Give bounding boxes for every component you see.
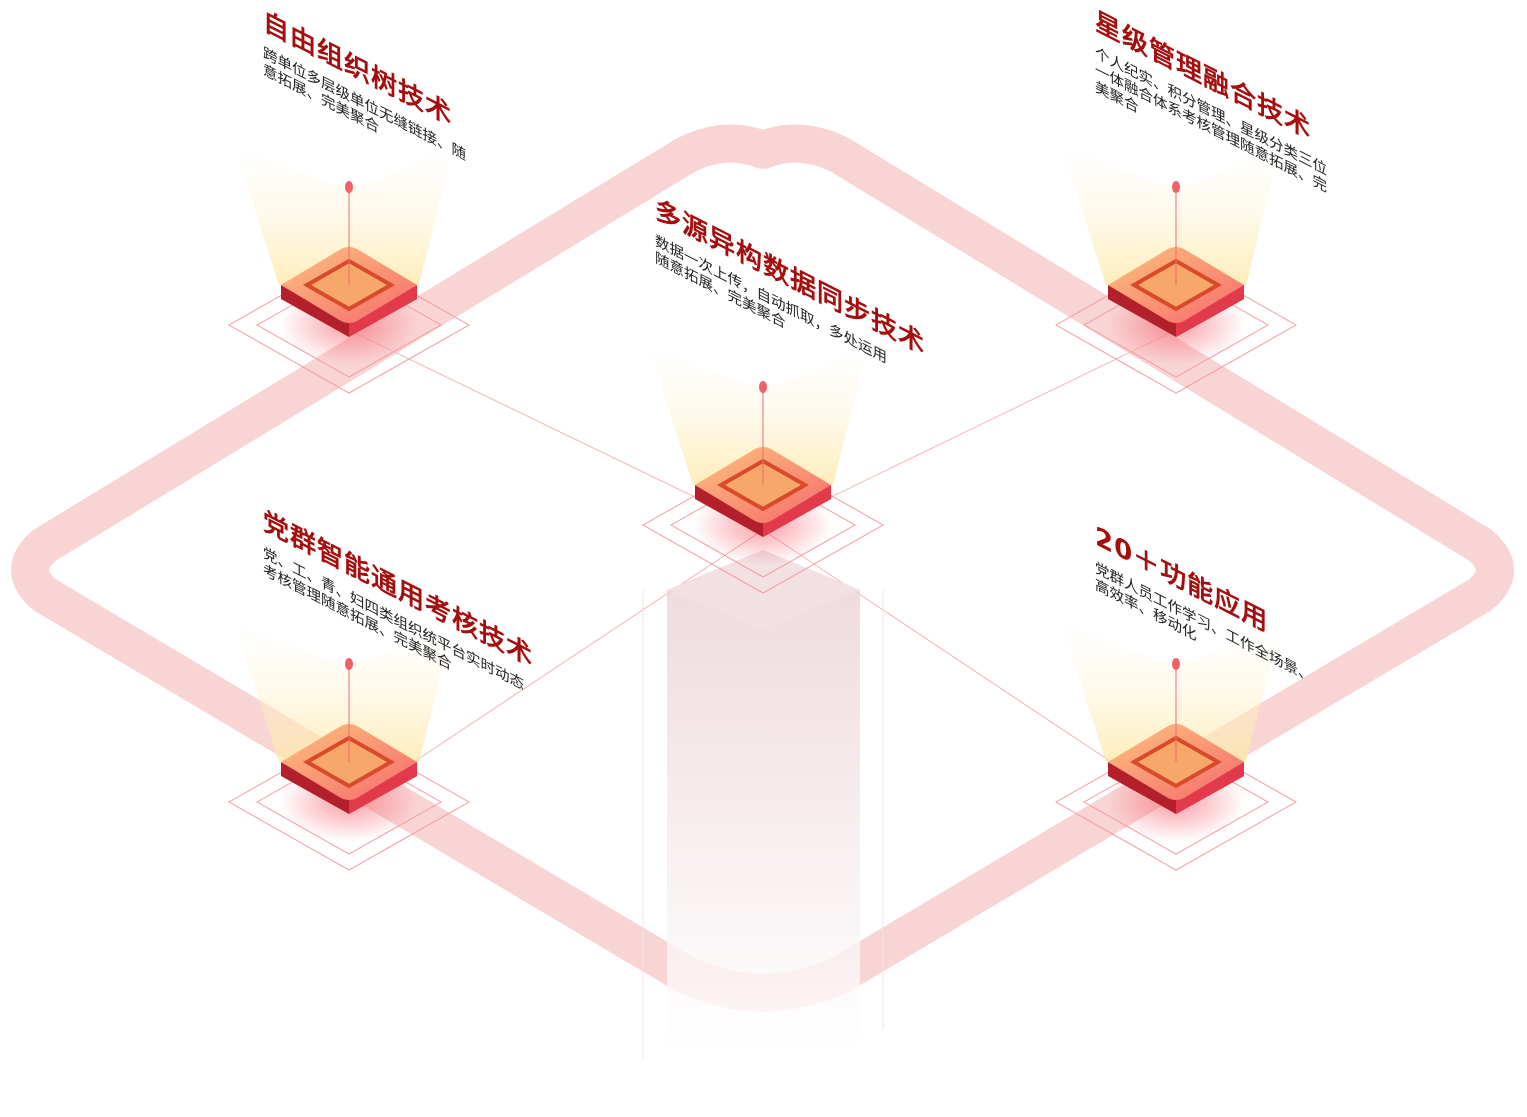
node-2 [1054,143,1298,395]
node-3 [641,343,885,595]
node-1 [227,143,471,395]
center-column [642,550,884,1060]
